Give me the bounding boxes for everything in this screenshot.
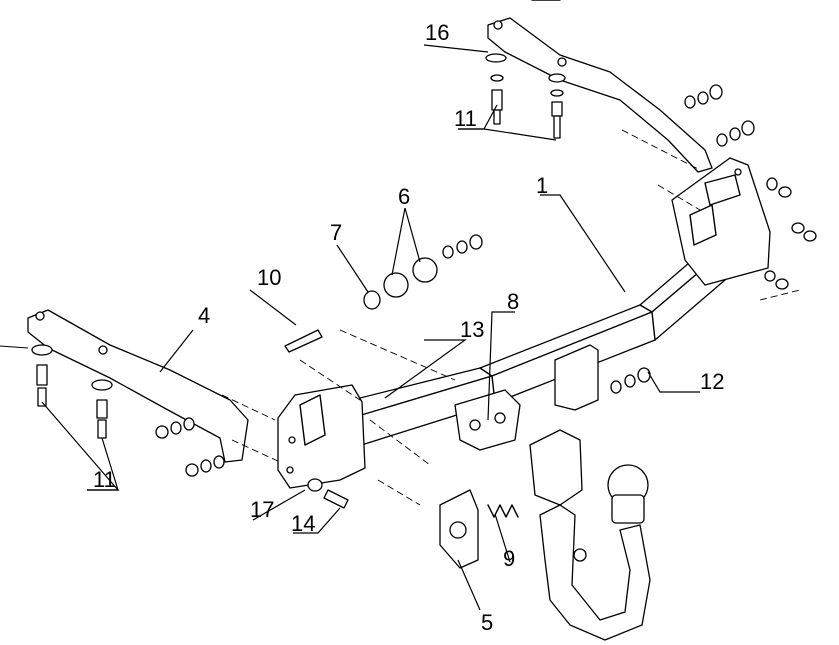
callout-13: 13	[460, 317, 484, 342]
callout-11-left: 11	[93, 467, 116, 492]
left-mounting-plate	[277, 384, 366, 489]
callout-12: 12	[700, 369, 724, 394]
callout-10: 10	[257, 265, 281, 290]
callout-14: 14	[291, 511, 315, 536]
callout-8: 8	[507, 289, 519, 314]
callout-4: 4	[198, 303, 210, 328]
callout-17: 17	[250, 497, 274, 522]
socket-plate-part-5	[439, 489, 479, 569]
callout-1: 1	[536, 173, 548, 198]
callout-11-top: 11	[454, 106, 477, 131]
leader-lines	[0, 44, 700, 611]
callout-labels: 1 4 5 6 7 8 9 10 11 11 12 13 14 16 17	[93, 20, 724, 635]
alignment-lines	[221, 129, 801, 506]
callout-7: 7	[330, 220, 342, 245]
callout-16: 16	[425, 20, 449, 45]
center-bracket	[454, 344, 599, 451]
callout-9: 9	[503, 546, 515, 571]
callout-5: 5	[481, 610, 493, 635]
tow-ball-assembly	[529, 429, 651, 641]
bolts-and-washers	[31, 53, 817, 509]
top-side-arm	[487, 0, 713, 173]
left-side-arm-part-4	[27, 309, 249, 463]
callout-6: 6	[398, 184, 410, 209]
right-mounting-plate	[671, 157, 771, 286]
spring-part-9	[487, 504, 519, 518]
